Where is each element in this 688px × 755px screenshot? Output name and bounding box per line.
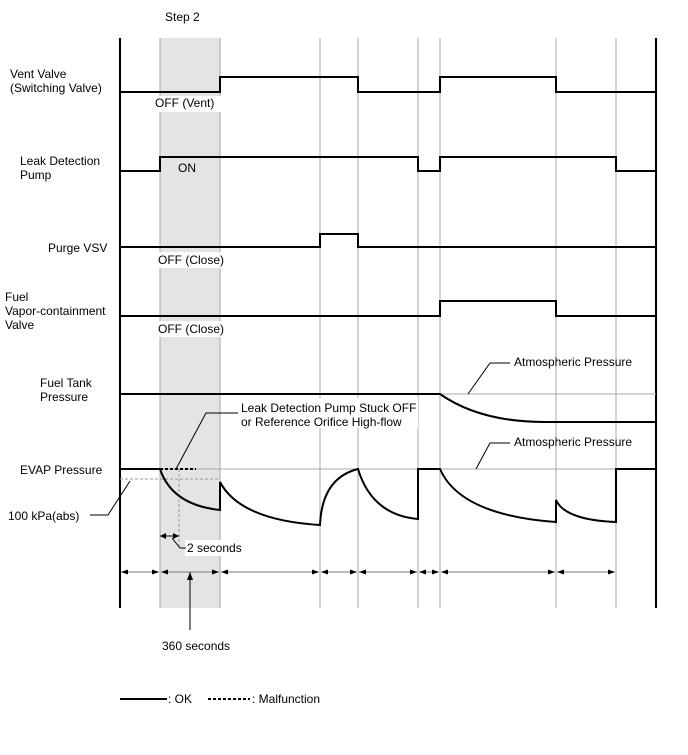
leak-pump-signal [120,156,656,172]
fuel-valve-label-3: Valve [5,318,34,332]
leak-pump-state: ON [178,161,196,175]
legend-ok: : OK [168,692,192,706]
purge-vsv-label: Purge VSV [48,241,107,255]
purge-vsv-signal [120,233,656,248]
interval-arrowheads [161,569,219,575]
leak-pump-label: Leak Detection [20,154,100,168]
fuel-valve-state: OFF (Close) [158,322,224,336]
vent-valve-state: OFF (Vent) [155,96,214,110]
atm-leader-1 [467,362,510,395]
short-interval-label: 2 seconds [187,541,242,555]
evap-signal [120,467,656,527]
purge-vsv-state: OFF (Close) [158,253,224,267]
vent-valve-signal [120,76,656,93]
leak-pump-label-2: Pump [20,168,52,182]
malfunction-note: Leak Detection Pump Stuck OFF [241,401,416,415]
step-duration-label: 360 seconds [162,639,230,653]
malfunction-leader [175,412,238,470]
interval-arrowheads [557,569,615,575]
reference-pressure-label: 100 kPa(abs) [8,509,79,523]
interval-arrows [121,569,615,575]
fuel-tank-atm-label: Atmospheric Pressure [514,355,632,369]
legend-malfunction: : Malfunction [252,692,320,706]
fuel-valve-label-2: Vapor-containment [5,304,106,318]
fuel-tank-signal [120,393,656,423]
vent-valve-label-2: (Switching Valve) [10,81,102,95]
step-label: Step 2 [165,10,200,24]
evap-atm-label: Atmospheric Pressure [514,435,632,449]
malfunction-note-2: or Reference Orifice High-flow [241,415,402,429]
vent-valve-label: Vent Valve [10,67,67,81]
interval-arrowheads [419,569,439,575]
interval-arrowheads [359,569,417,575]
evap-label: EVAP Pressure [20,463,103,477]
two-second-marker [160,533,186,549]
fuel-tank-label-2: Pressure [40,390,88,404]
fuel-tank-label: Fuel Tank [40,376,93,390]
ref-leader [90,480,131,516]
atm-leader-2 [475,442,510,470]
fuel-valve-label: Fuel [5,290,28,304]
fuel-valve-signal [120,300,656,317]
